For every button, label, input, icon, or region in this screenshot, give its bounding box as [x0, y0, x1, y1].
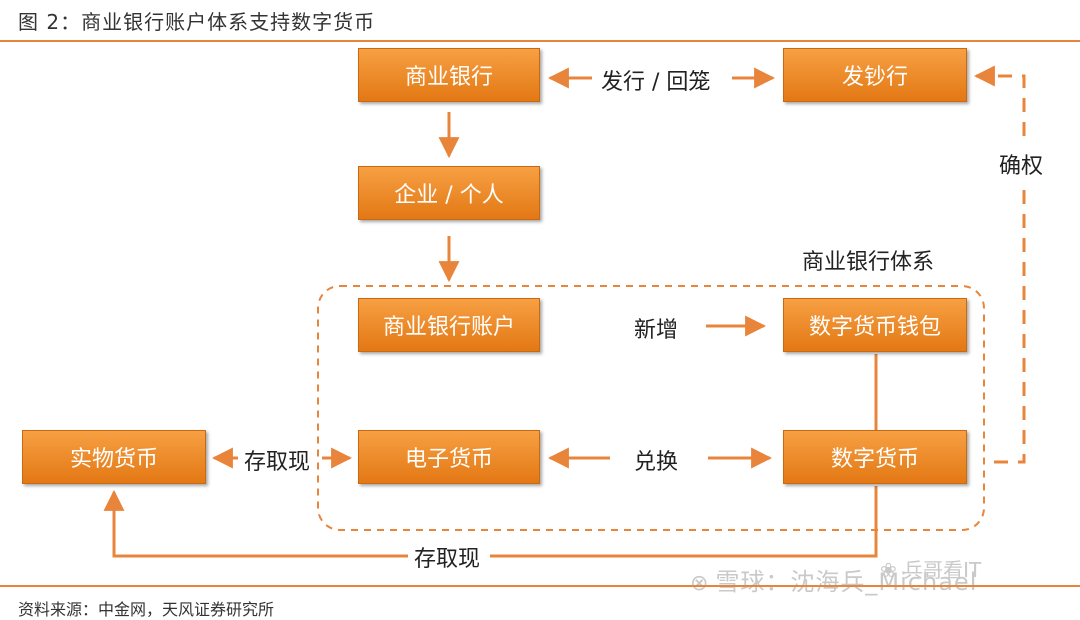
label-issue-recall: 发行 / 回笼 — [601, 70, 711, 95]
label-group-commercial-bank-system: 商业银行体系 — [802, 250, 935, 275]
watermark-main: ⊗雪球：沈海兵_Michael — [690, 562, 977, 597]
node-commercial-bank[interactable]: 商业银行 — [358, 48, 540, 102]
node-issuing-bank[interactable]: 发钞行 — [783, 48, 967, 102]
snowball-icon: ⊗ — [690, 571, 710, 596]
label-exchange: 兑换 — [634, 450, 679, 475]
arrow-confirm-rights-upper — [973, 65, 1026, 136]
bottom-rule — [0, 585, 1080, 587]
node-digital-currency[interactable]: 数字货币 — [783, 430, 967, 484]
top-rule — [0, 40, 1080, 42]
node-digital-wallet[interactable]: 数字货币钱包 — [783, 298, 967, 352]
arrow-digital-to-physical — [490, 486, 878, 558]
commercial-bank-system-group — [317, 285, 985, 531]
arrow-lower-cash-to-physical — [103, 489, 408, 558]
label-deposit-withdraw-lower: 存取现 — [414, 547, 481, 572]
node-enterprise-individual[interactable]: 企业 / 个人 — [358, 166, 540, 220]
label-new-add: 新增 — [634, 318, 679, 343]
node-electronic-money[interactable]: 电子货币 — [358, 430, 540, 484]
wechat-icon: ❀ — [880, 558, 897, 582]
label-deposit-withdraw-upper: 存取现 — [244, 450, 311, 475]
watermark-secondary-text: 兵哥看IT — [903, 558, 982, 582]
figure-source: 资料来源：中金网，天风证券研究所 — [18, 600, 275, 619]
label-confirm-rights: 确权 — [999, 154, 1044, 179]
watermark-main-text: 雪球：沈海兵_Michael — [715, 568, 978, 596]
node-physical-currency[interactable]: 实物货币 — [22, 430, 206, 484]
node-bank-account[interactable]: 商业银行账户 — [358, 298, 540, 352]
arrow-confirm-rights-lower — [994, 190, 1026, 464]
watermark-secondary: ❀ 兵哥看IT — [880, 554, 981, 583]
figure-title: 图 2：商业银行账户体系支持数字货币 — [18, 10, 376, 34]
